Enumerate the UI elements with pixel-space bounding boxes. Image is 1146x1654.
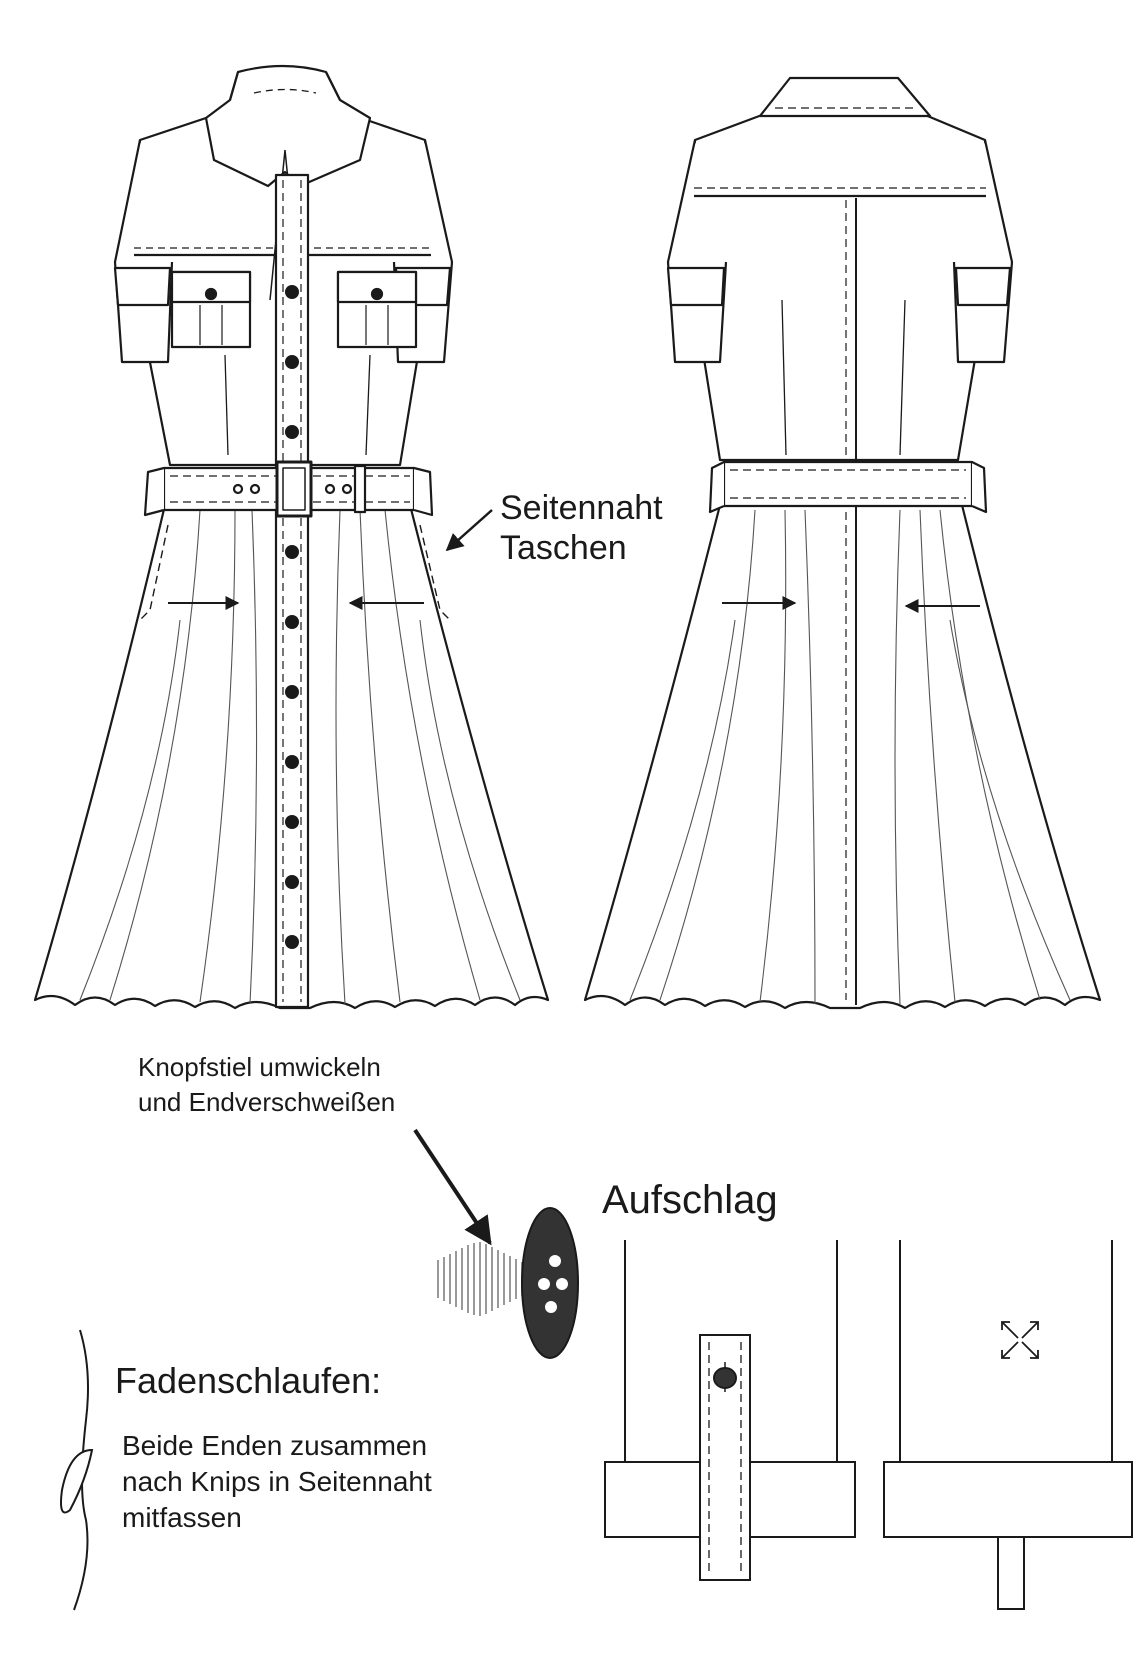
- back-left-sleeve: [666, 139, 728, 364]
- back-belt: [708, 460, 988, 514]
- button-callout-arrow: [413, 1128, 492, 1246]
- thread-loops-instructions: Beide Enden zusammen nach Knips in Seite…: [122, 1428, 432, 1536]
- back-right-sleeve: [952, 139, 1014, 364]
- front-left-sleeve: [113, 139, 174, 364]
- cuff-tab-button: [713, 1367, 737, 1389]
- cuff-tab-end: [997, 1536, 1025, 1610]
- front-collar: [204, 64, 372, 188]
- shank-thread-wrap: [437, 1242, 523, 1316]
- thread-loops-title: Fadenschlaufen:: [115, 1360, 382, 1401]
- button-shank-label-line-2: und Endverschweißen: [138, 1087, 396, 1117]
- button-shank-label-line-1: Knopfstiel umwickeln: [138, 1052, 381, 1082]
- cuff-detail: [604, 1240, 1133, 1610]
- back-skirt: [583, 503, 1102, 1010]
- front-belt: [143, 460, 434, 518]
- back-view: [583, 76, 1102, 1010]
- thread-loop-sketch: [60, 1329, 94, 1611]
- thread-loops-line-3: mitfassen: [122, 1502, 242, 1533]
- button: [521, 1207, 579, 1359]
- move-arrows-icon: [1001, 1321, 1039, 1359]
- front-view: [33, 64, 550, 1010]
- side-seam-callout-arrow: [445, 509, 493, 552]
- front-left-pocket: [170, 270, 252, 349]
- front-placket: [274, 173, 310, 1009]
- button-shank-detail: [437, 1207, 579, 1359]
- side-seam-label-line-1: Seitennaht: [500, 489, 663, 527]
- thread-loops-line-1: Beide Enden zusammen: [122, 1430, 428, 1461]
- back-bodice: [688, 110, 992, 462]
- thread-loops-line-2: nach Knips in Seitennaht: [122, 1466, 432, 1497]
- cuff-title: Aufschlag: [602, 1178, 778, 1222]
- side-seam-label-line-2: Taschen: [500, 529, 627, 567]
- button-shank-label: Knopfstiel umwickeln und Endverschweißen: [138, 1050, 395, 1120]
- front-buttons: [285, 285, 299, 949]
- back-collar: [758, 76, 932, 118]
- front-left-cuff: [113, 266, 172, 307]
- front-right-pocket: [336, 270, 418, 349]
- side-seam-pockets-label: Seitennaht Taschen: [500, 488, 663, 568]
